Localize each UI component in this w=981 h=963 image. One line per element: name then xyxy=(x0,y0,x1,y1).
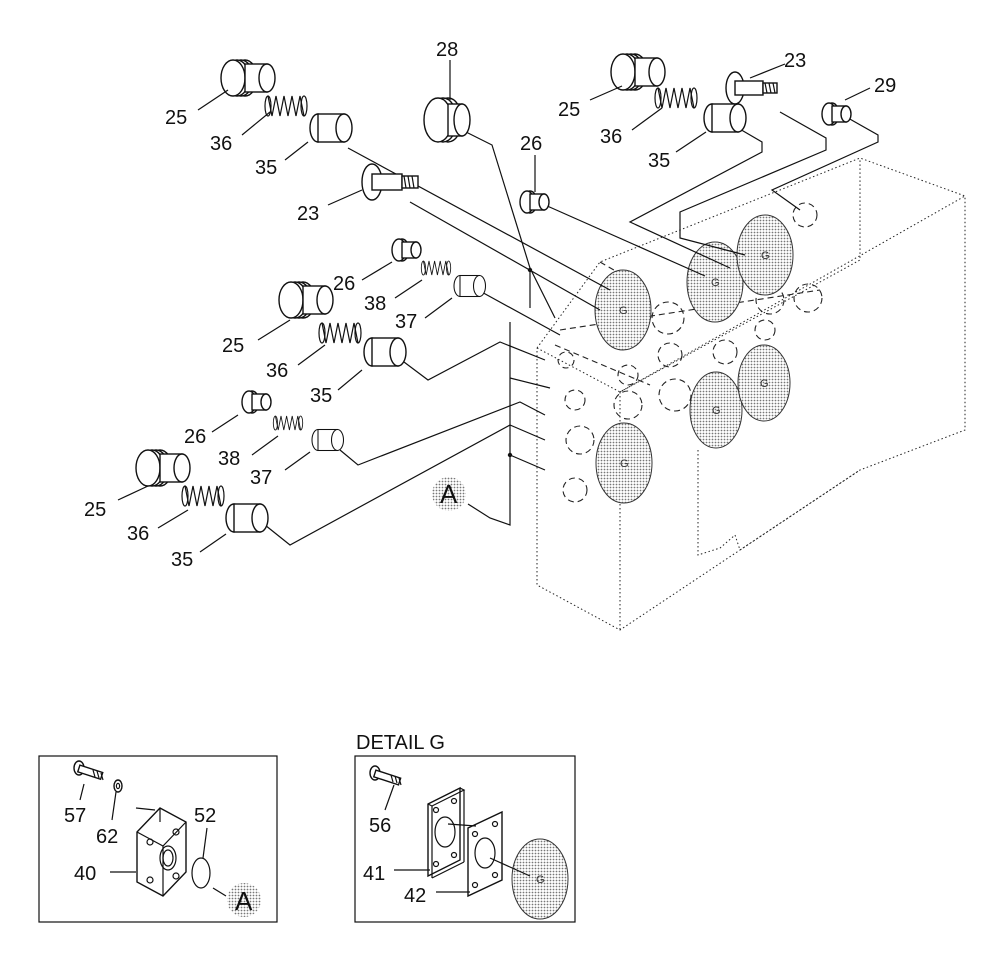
callout-28: 28 xyxy=(436,39,458,61)
spool-37 xyxy=(311,428,345,452)
marker-a-detail-label: A xyxy=(235,886,253,916)
plug-25 xyxy=(278,281,334,319)
spring-36 xyxy=(318,322,362,344)
callout-42: 42 xyxy=(404,885,426,907)
callout-leaders xyxy=(117,60,871,553)
spool-35 xyxy=(225,503,269,533)
spring-36 xyxy=(264,95,308,117)
callout-62: 62 xyxy=(96,826,118,848)
callout-26: 26 xyxy=(333,273,355,295)
callout-35: 35 xyxy=(310,385,332,407)
plug-23 xyxy=(725,71,778,105)
callout-23: 23 xyxy=(297,203,319,225)
callout-57: 57 xyxy=(64,805,86,827)
spool-35 xyxy=(363,337,407,367)
plate-41 xyxy=(427,786,466,879)
callout-52: 52 xyxy=(194,805,216,827)
spool-37 xyxy=(453,274,487,298)
callout-41: 41 xyxy=(363,863,385,885)
assembly-lines xyxy=(264,111,879,546)
plug-26 xyxy=(519,190,550,214)
plug-29 xyxy=(821,102,852,126)
g-marker: G xyxy=(620,458,629,470)
callout-35: 35 xyxy=(171,549,193,571)
plug-25 xyxy=(220,59,276,97)
plug-26 xyxy=(241,390,272,414)
callout-38: 38 xyxy=(364,293,386,315)
callout-25: 25 xyxy=(222,335,244,357)
spring-38 xyxy=(420,260,452,276)
g-marker: G xyxy=(711,277,720,289)
g-marker: G xyxy=(619,305,628,317)
callout-29: 29 xyxy=(874,75,896,97)
washer-62 xyxy=(113,779,123,793)
callout-36: 36 xyxy=(127,523,149,545)
callout-36: 36 xyxy=(266,360,288,382)
detail-g: DETAIL G G xyxy=(354,732,576,923)
g-marker: G xyxy=(761,250,770,262)
g-marker: G xyxy=(760,378,769,390)
spool-35 xyxy=(309,113,353,143)
svg-text:A: A xyxy=(440,479,458,509)
callout-labels: 25 36 35 23 28 26 25 36 35 23 29 26 38 3… xyxy=(84,39,896,571)
plug-26 xyxy=(391,238,422,262)
callout-26: 26 xyxy=(184,426,206,448)
callout-37: 37 xyxy=(250,467,272,489)
plug-25 xyxy=(135,449,191,487)
o-ring-52 xyxy=(191,857,211,889)
callout-25: 25 xyxy=(558,99,580,121)
spool-35 xyxy=(703,103,747,133)
callout-40: 40 xyxy=(74,863,96,885)
spring-36 xyxy=(181,485,225,507)
g-marker: G xyxy=(536,874,545,886)
bolt-56 xyxy=(369,765,402,786)
plug-28 xyxy=(423,97,471,143)
bolt-57 xyxy=(73,760,104,781)
callout-36: 36 xyxy=(600,126,622,148)
callout-36: 36 xyxy=(210,133,232,155)
callout-35: 35 xyxy=(255,157,277,179)
spring-36 xyxy=(654,87,698,109)
callout-35: 35 xyxy=(648,150,670,172)
valve-block: G G G G G G xyxy=(536,157,966,631)
flange-detail: A 57 62 52 40 xyxy=(38,755,278,923)
callout-23: 23 xyxy=(784,50,806,72)
g-surface xyxy=(511,838,569,920)
detail-g-title: DETAIL G xyxy=(356,732,445,754)
callout-26: 26 xyxy=(520,133,542,155)
marker-a-main: A xyxy=(432,477,466,511)
callout-38: 38 xyxy=(218,448,240,470)
plug-23 xyxy=(361,163,419,201)
g-marker: G xyxy=(712,405,721,417)
callout-37: 37 xyxy=(395,311,417,333)
callout-25: 25 xyxy=(165,107,187,129)
gasket-42 xyxy=(467,810,503,898)
flange-40 xyxy=(136,807,187,897)
plug-25 xyxy=(610,53,666,91)
marker-a-detail xyxy=(227,883,261,917)
spring-38 xyxy=(272,415,304,431)
callout-56: 56 xyxy=(369,815,391,837)
callout-25: 25 xyxy=(84,499,106,521)
